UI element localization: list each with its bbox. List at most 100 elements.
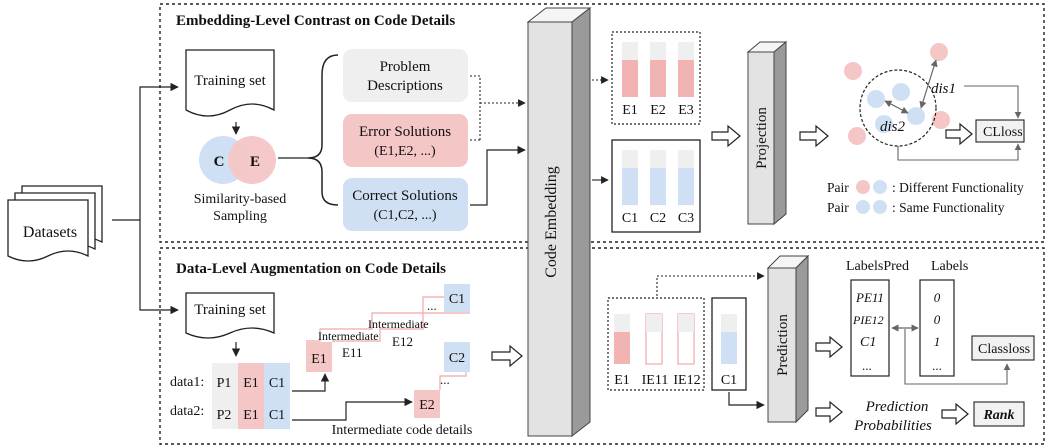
correct-line-1: Correct Solutions: [352, 188, 458, 204]
dis2-label: dis2: [880, 119, 906, 135]
dis1-to-cl-line: [964, 85, 1022, 119]
hollow-arrow-to-probs: [815, 400, 843, 424]
space-blue-dot: [875, 115, 893, 133]
space-blue-dot: [907, 107, 925, 125]
datasets-stack: Datasets: [7, 185, 103, 262]
bottom-ie11-label: IE11: [642, 373, 669, 388]
bottom-e1-label: E1: [614, 373, 630, 388]
datasets-label: Datasets: [23, 224, 77, 241]
data1-p-cell: [212, 363, 238, 399]
prob-label-1: Prediction: [865, 399, 929, 415]
chain-e2-box: [414, 390, 440, 418]
cl-loss-box: [975, 119, 1025, 143]
problem-dotted-connector: [470, 75, 481, 140]
top-section-frame: [159, 3, 1045, 243]
data2-c-text: C1: [269, 408, 285, 423]
legend-pair-2: Pair: [827, 200, 849, 215]
dotted-to-prediction: [656, 272, 765, 296]
pred-value: PE11: [855, 290, 884, 305]
e1-bar-label: E1: [622, 103, 638, 118]
code-embedding-label: Code Embedding: [543, 166, 560, 278]
code-embedding-block: Code Embedding: [526, 6, 592, 438]
chain-c2-box: [444, 342, 470, 372]
data2-e-cell: [238, 399, 264, 429]
c-bars-frame: [611, 139, 701, 233]
hollow-arrow-to-projection: [711, 124, 741, 148]
legend-blue-dot: [873, 200, 887, 214]
data1-c-cell: [264, 363, 290, 399]
bottom-section-title: Data-Level Augmentation on Code Details: [176, 261, 446, 277]
venn-c-label: C: [214, 154, 225, 170]
dis1-arrow: [919, 59, 938, 109]
label-column-box: [919, 279, 955, 377]
hollow-arrow-to-space: [799, 124, 829, 148]
problem-line-1: Problem: [380, 59, 431, 75]
top-section-title: Embedding-Level Contrast on Code Details: [176, 13, 455, 29]
legend-same-label: : Same Functionality: [892, 200, 1005, 215]
labels-header: Labels: [931, 259, 968, 274]
chain-e11: E11: [342, 345, 362, 360]
correct-solutions-box: [343, 178, 468, 231]
chain-stair-2: [332, 312, 470, 342]
bottom-c1-frame: [711, 297, 747, 391]
data1-e-text: E1: [243, 376, 259, 391]
legend: Pair : Different Functionality Pair : Sa…: [827, 180, 1024, 215]
compare-to-class-loss: [904, 329, 1011, 385]
class-loss-label: Classloss: [978, 342, 1030, 357]
data1-to-chain-arrow: [292, 373, 330, 392]
brace: [307, 54, 339, 206]
data2-p-cell: [212, 399, 238, 429]
data2-e-text: E1: [243, 408, 259, 423]
rank-label: Rank: [982, 408, 1014, 423]
problem-line-2: Descriptions: [367, 78, 443, 94]
intermediate-caption: Intermediate code details: [332, 423, 473, 438]
dis2-to-cl-line: [897, 143, 1022, 161]
legend-different-label: : Different Functionality: [892, 180, 1024, 195]
bottom-training-set-label: Training set: [194, 302, 266, 318]
sampling-label-2: Sampling: [213, 209, 267, 224]
legend-blue-dot: [873, 180, 887, 194]
prediction-block: Prediction: [766, 254, 810, 424]
hollow-arrow-to-labels: [815, 335, 843, 359]
bottom-c1-label: C1: [721, 373, 737, 388]
chain-e12: E12: [392, 334, 413, 349]
data2-label: data2:: [170, 404, 204, 419]
correct-line-2: (C1,C2, ...): [374, 208, 437, 223]
data1-p-text: P1: [217, 376, 232, 391]
dis2-arrow: [884, 100, 909, 114]
labels-pred-header: LabelsPred: [846, 259, 909, 274]
sampling-label-1: Similarity-based: [194, 192, 287, 207]
error-line-1: Error Solutions: [359, 124, 451, 140]
chain-intermediate-1: Intermediate: [318, 329, 379, 343]
chain-c1-box: [444, 284, 470, 312]
chain-ellipsis-1: ...: [427, 298, 437, 313]
venn-e-label: E: [250, 154, 260, 170]
space-blue-dot: [867, 90, 885, 108]
c-bars: [622, 150, 694, 205]
label-value: 1: [934, 334, 941, 349]
pred-value: ...: [862, 358, 872, 373]
cl-loss-label: CLloss: [983, 125, 1023, 140]
chain-intermediate-2: Intermediate: [368, 317, 429, 331]
chain-e2-text: E2: [419, 398, 435, 413]
e3-bar-label: E3: [678, 103, 694, 118]
error-solutions-box: [343, 114, 468, 167]
label-value: 0: [934, 290, 941, 305]
c1-bar-label: C1: [622, 211, 638, 226]
e2-bar-label: E2: [650, 103, 666, 118]
venn-diagram: C E: [199, 136, 276, 184]
e-bars-frame: [611, 31, 701, 125]
legend-pair-1: Pair: [827, 180, 849, 195]
data2-p-text: P2: [217, 408, 232, 423]
embedding-space: dis1 dis2: [844, 43, 956, 147]
label-value: 0: [934, 312, 941, 327]
c3-bar-label: C3: [678, 211, 694, 226]
hollow-arrow-to-rank: [941, 402, 969, 426]
problem-descriptions-box: [343, 49, 468, 102]
prob-label-2: Probabilities: [853, 418, 932, 434]
space-red-dot: [848, 127, 866, 145]
hollow-arrow-to-cl: [945, 122, 973, 146]
bottom-ie12-label: IE12: [673, 373, 700, 388]
space-red-dot: [932, 111, 950, 129]
bottom-e-bars-frame: [607, 297, 705, 391]
